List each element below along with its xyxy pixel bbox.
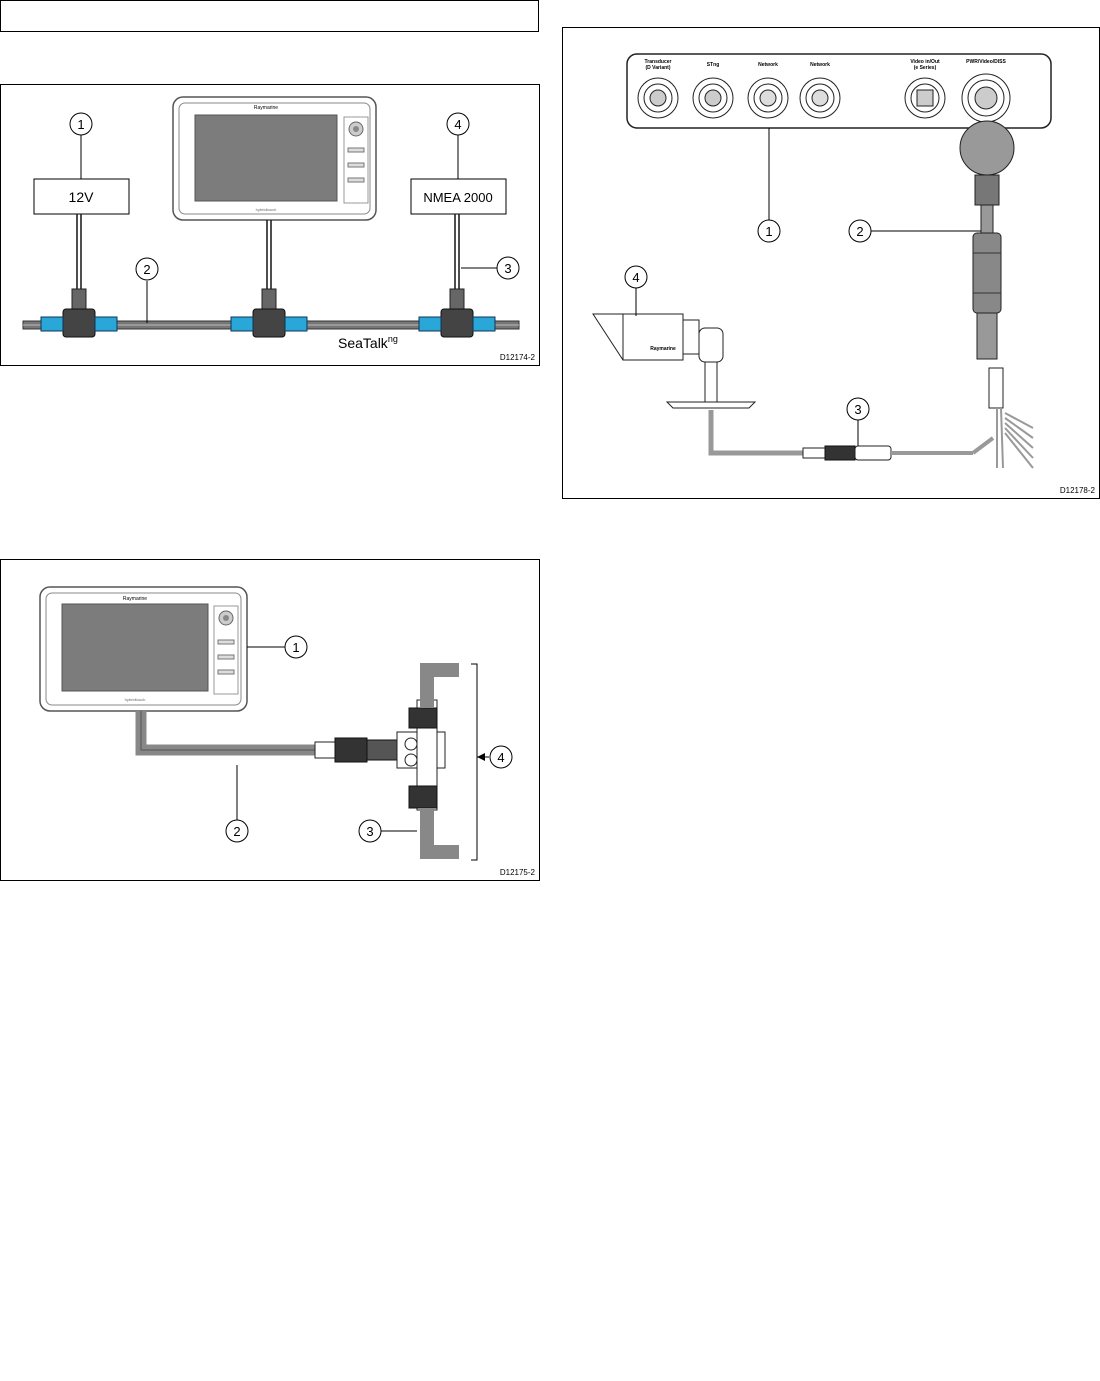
svg-text:(e Series): (e Series) [914,65,937,71]
svg-text:1: 1 [292,640,299,655]
header-box [0,0,539,32]
svg-text:3: 3 [504,261,511,276]
svg-text:3: 3 [366,824,373,839]
figure-camera-connection: Transducer (D Variant) STng Network Netw… [562,27,1100,499]
svg-text:(D Variant): (D Variant) [645,65,670,71]
svg-text:Raymarine: Raymarine [123,596,147,602]
power-box-label: 12V [69,189,95,205]
figure-id: D12175-2 [500,868,535,877]
figure-id: D12178-2 [1060,486,1095,495]
svg-text:PWR/Video/DISS: PWR/Video/DISS [966,59,1006,65]
seatalk-network-diagram: Raymarine hybridtouch 12V NMEA 2000 [1,85,541,367]
figure-nmea-connection: Raymarine hybridtouch [0,559,540,881]
rear-connector-panel: Transducer (D Variant) STng Network Netw… [627,54,1051,128]
power-video-cable [960,121,1033,468]
t-connector-1 [41,289,117,337]
drop-cable [141,711,321,750]
svg-text:1: 1 [77,117,84,132]
svg-text:Network: Network [758,62,778,68]
camera: Raymarine [593,314,755,408]
svg-text:STng: STng [707,62,720,68]
t-connector-3 [419,289,495,337]
multifunction-display: Raymarine hybridtouch [173,97,376,220]
figure-id: D12174-2 [500,353,535,362]
svg-text:Network: Network [810,62,830,68]
svg-text:2: 2 [143,262,150,277]
camera-cable [711,410,803,453]
svg-text:2: 2 [233,824,240,839]
nmea-connection-diagram: Raymarine hybridtouch [1,560,541,882]
svg-text:4: 4 [632,270,639,285]
svg-text:4: 4 [497,750,504,765]
svg-text:Raymarine: Raymarine [650,346,676,352]
t-piece [397,700,445,810]
svg-text:3: 3 [854,402,861,417]
backbone-label: SeaTalkng [338,334,398,351]
nmea-box-label: NMEA 2000 [423,190,492,205]
multifunction-display: Raymarine hybridtouch [40,587,247,711]
camera-connection-diagram: Transducer (D Variant) STng Network Netw… [563,28,1100,500]
display-brand: Raymarine [254,105,278,111]
svg-text:2: 2 [856,224,863,239]
figure-seatalk-network: Raymarine hybridtouch 12V NMEA 2000 [0,84,540,366]
svg-text:1: 1 [765,224,772,239]
display-footer: hybridtouch [256,207,277,212]
svg-text:hybridtouch: hybridtouch [125,697,146,702]
t-connector-2 [231,289,307,337]
svg-text:4: 4 [454,117,461,132]
